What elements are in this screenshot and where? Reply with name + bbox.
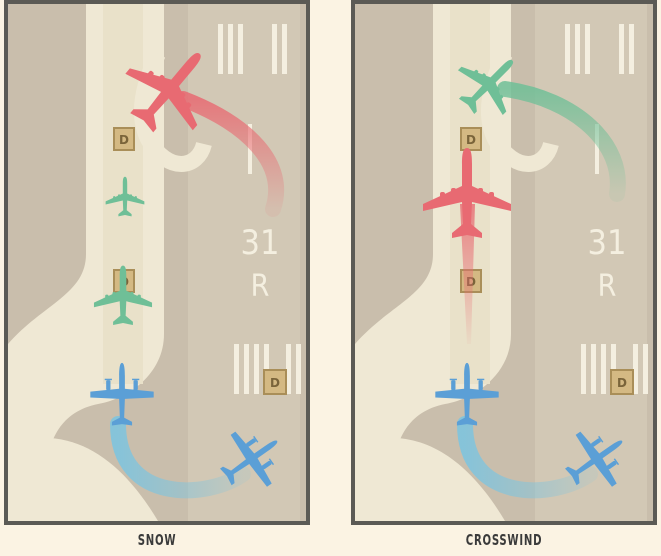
crosswind-panel: 31 R D D D [351, 0, 657, 525]
svg-text:D: D [466, 133, 476, 147]
red-trail [460, 204, 475, 344]
blue-trail [110, 416, 251, 499]
gate-marker-1: D [113, 127, 135, 151]
gate-marker-1: D [460, 127, 482, 151]
runway-side: R [598, 269, 617, 304]
gate-marker-3: D [263, 369, 287, 395]
green-trail [497, 81, 626, 202]
red-trail [175, 91, 285, 217]
runway-number: 31 [241, 223, 280, 263]
svg-text:D: D [270, 376, 280, 390]
runway-side: R [251, 269, 270, 304]
svg-text:D: D [617, 376, 627, 390]
airport-map-snow: 31 R D D D [8, 4, 306, 521]
snow-panel: 31 R D D D [4, 0, 310, 525]
runway-number: 31 [588, 223, 627, 263]
svg-text:D: D [119, 133, 129, 147]
blue-trail [457, 416, 598, 499]
snow-caption: SNOW [137, 531, 177, 549]
gate-marker-3: D [610, 369, 634, 395]
airport-map-crosswind: 31 R D D D [355, 4, 653, 521]
crosswind-caption: CROSSWIND [465, 531, 543, 549]
